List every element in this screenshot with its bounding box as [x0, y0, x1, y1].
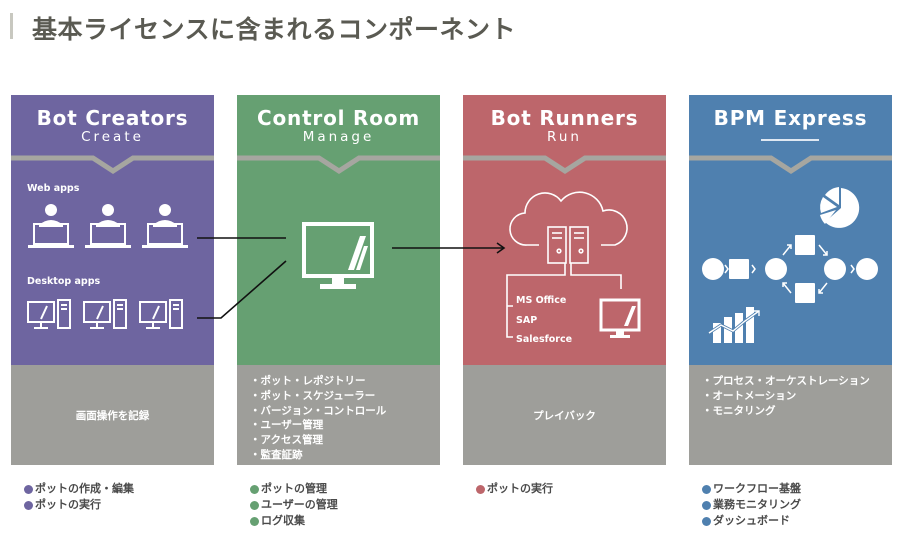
card-description: 画面操作を記録 [11, 365, 214, 465]
bullet-dot-icon [476, 484, 485, 494]
description-item: ・アクセス管理 [250, 434, 323, 447]
bullet-dot-icon [24, 500, 33, 510]
description-item: ・オートメーション [702, 389, 797, 402]
cloud-outline [509, 191, 628, 246]
feature-item: ダッシュボード [702, 513, 801, 529]
card-header-area: Bot Creators Create Web apps [11, 95, 214, 365]
feature-item: ログ収集 [250, 513, 338, 529]
process-flow-icon [702, 187, 878, 343]
card-title: Bot Creators [36, 106, 189, 130]
desktop-apps-label: Desktop apps [27, 276, 101, 287]
description-item: ・プロセス・オーケストレーション [702, 375, 870, 387]
web-apps-label: Web apps [27, 183, 80, 194]
user-laptop-icon [142, 204, 188, 248]
page-title: 基本ライセンスに含まれるコンポーネント [32, 15, 517, 44]
bullet-dot-icon [702, 484, 711, 494]
feature-item: ポットの作成・編集 [24, 481, 134, 497]
card-bpm-express: BPM Express [689, 95, 892, 465]
card-title: BPM Express [713, 106, 868, 130]
bullet-dot-icon [702, 516, 711, 526]
desktop-pc-icon [27, 299, 71, 329]
user-laptop-icon [85, 204, 131, 248]
user-laptop-icon [28, 204, 74, 248]
description-text: プレイバック [533, 409, 596, 422]
description-item: ・ポット・レポジトリー [250, 375, 366, 387]
description-item: ・モニタリング [702, 404, 776, 417]
desktop-pc-icon [83, 299, 127, 329]
description-item: ・バージョン・コントロール [250, 404, 387, 417]
card-description: プレイバック [463, 365, 666, 465]
feature-item: 業務モニタリング [702, 497, 801, 513]
description-text: 画面操作を記録 [75, 409, 150, 422]
pie-chart-icon [820, 187, 860, 228]
bullet-dot-icon [250, 516, 259, 526]
chevron-divider [237, 155, 440, 174]
card-header-area: Bot Runners Run MS Office SAP [463, 95, 666, 365]
app-tree-lines [506, 263, 566, 338]
card-subtitle: Create [81, 129, 144, 145]
app-label-sap: SAP [516, 315, 538, 326]
monitor-icon [599, 298, 641, 338]
cloud-server-icon [506, 191, 641, 338]
title-underline [761, 139, 819, 141]
feature-item: ユーザーの管理 [250, 497, 338, 513]
title-accent-bar [10, 13, 13, 39]
features-bpm-express: ワークフロー基盤 業務モニタリング ダッシュボード [702, 481, 801, 529]
feature-item: ポットの実行 [24, 497, 134, 513]
user-laptop-icons [28, 204, 188, 248]
bullet-dot-icon [250, 484, 259, 494]
desktop-pc-icons [27, 299, 183, 329]
features-bot-runners: ポットの実行 [476, 481, 553, 497]
chevron-divider [463, 155, 666, 174]
card-subtitle: Run [547, 129, 582, 145]
feature-item: ワークフロー基盤 [702, 481, 801, 497]
features-control-room: ポットの管理 ユーザーの管理 ログ収集 [250, 481, 338, 529]
flow-nodes [702, 235, 878, 303]
monitor-branch-line [570, 263, 622, 289]
chevron-divider [689, 155, 892, 174]
app-label-salesforce: Salesforce [516, 334, 573, 345]
desktop-pc-icon [139, 299, 183, 329]
card-description-list: ・ポット・レポジトリー ・ポット・スケジューラー ・バージョン・コントロール ・… [237, 365, 440, 465]
description-item: ・監査証跡 [250, 448, 303, 461]
card-control-room: Control Room Manage ・ポット・レポジトリー ・ポット・スケジ… [237, 95, 440, 465]
features-bot-creators: ポットの作成・編集 ポットの実行 [24, 481, 134, 513]
card-title: Control Room [257, 106, 420, 130]
flow-arrows [724, 244, 855, 294]
bullet-dot-icon [702, 500, 711, 510]
card-header-area: BPM Express [689, 95, 892, 365]
card-title: Bot Runners [490, 106, 639, 130]
card-header-area: Control Room Manage [237, 95, 440, 365]
description-item: ・ポット・スケジューラー [250, 389, 376, 402]
feature-item: ポットの管理 [250, 481, 338, 497]
feature-item: ポットの実行 [476, 481, 553, 497]
card-subtitle: Manage [302, 129, 375, 145]
card-bot-runners: Bot Runners Run MS Office SAP [463, 95, 666, 465]
bullet-dot-icon [250, 500, 259, 510]
app-label-ms-office: MS Office [516, 295, 567, 306]
bullet-dot-icon [24, 484, 33, 494]
chevron-divider [11, 155, 214, 174]
description-item: ・ユーザー管理 [250, 419, 324, 432]
card-description-list: ・プロセス・オーケストレーション ・オートメーション ・モニタリング [689, 365, 892, 465]
monitor-icon [302, 222, 374, 289]
card-bot-creators: Bot Creators Create Web apps [11, 95, 214, 465]
